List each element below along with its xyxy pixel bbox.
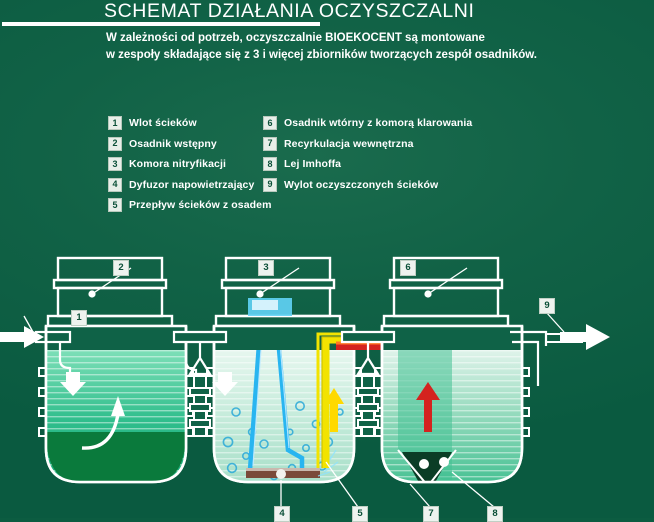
legend-item-1: 1 Wlot ścieków: [108, 114, 272, 132]
legend-item-6: 6 Osadnik wtórny z komorą klarowania: [263, 114, 472, 132]
tank-osadnik-wstepny: [34, 256, 194, 484]
callout-8[interactable]: 8: [487, 506, 503, 522]
legend-number-6: 6: [263, 116, 277, 130]
callout-1[interactable]: 1: [71, 310, 87, 326]
legend-item-9: 9 Wylot oczyszczonych ścieków: [263, 176, 472, 194]
tank1-riser: [46, 256, 174, 328]
callout-leader-1: [23, 315, 34, 333]
legend-item-3: 3 Komora nitryfikacji: [108, 155, 272, 173]
outlet-arrow-icon: [560, 324, 610, 350]
legend-item-4: 4 Dyfuzor napowietrzający: [108, 176, 272, 194]
page-title: SCHEMAT DZIAŁANIA OCZYSZCZALNI: [104, 0, 475, 22]
tank1-down-arrow-icon: [60, 372, 86, 396]
tank1-up-arrow-icon: [111, 396, 125, 416]
tank3-water: [382, 350, 522, 482]
imhoff-node-b: [439, 457, 449, 467]
imhoff-node-a: [419, 459, 429, 469]
legend-label-5: Przepływ ścieków z osadem: [129, 199, 272, 211]
legend-label-8: Lej Imhoffa: [284, 158, 342, 170]
legend-number-2: 2: [108, 136, 122, 151]
connector-tank1-tank2: [172, 330, 228, 437]
title-underline: [2, 22, 320, 26]
callout-6[interactable]: 6: [400, 260, 416, 276]
diffuser-node: [276, 469, 286, 479]
legend-label-3: Komora nitryfikacji: [129, 158, 227, 170]
page-subtitle: W zależności od potrzeb, oczyszczalnie B…: [106, 32, 537, 61]
tank3-riser: [382, 256, 510, 328]
legend-number-1: 1: [108, 116, 122, 130]
tank-osadnik-wtorny: [340, 256, 583, 484]
legend-label-9: Wylot oczyszczonych ścieków: [284, 178, 439, 191]
callout-7[interactable]: 7: [423, 506, 439, 522]
legend-label-4: Dyfuzor napowietrzający: [129, 178, 255, 191]
tank1-flow-curve: [81, 413, 120, 450]
treatment-plant-diagram: 1 2 3 4 5 6 7 8 9: [0, 236, 654, 522]
legend-column-right: 6 Osadnik wtórny z komorą klarowania 7 R…: [263, 114, 472, 196]
callout-dots: [88, 290, 432, 298]
legend-number-4: 4: [108, 177, 122, 192]
callout-3[interactable]: 3: [258, 260, 274, 276]
inlet-arrow-icon: [0, 326, 44, 348]
callout-leaders: [91, 267, 565, 508]
tank1-sludge-layer: [46, 432, 186, 482]
callout-4[interactable]: 4: [274, 506, 290, 522]
callout-9[interactable]: 9: [539, 298, 555, 314]
aerator-highlight: [252, 300, 278, 310]
legend-number-5: 5: [108, 198, 122, 212]
legend-label-7: Recyrkulacja wewnętrzna: [284, 137, 414, 150]
legend-item-7: 7 Recyrkulacja wewnętrzna: [263, 135, 472, 153]
legend-label-2: Osadnik wstępny: [129, 137, 217, 150]
tank-komora-nitryfikacji: [172, 256, 362, 484]
legend-item-2: 2 Osadnik wstępny: [108, 135, 272, 153]
diagram-svg: [0, 256, 610, 508]
connector-tank2-tank3: [340, 330, 396, 437]
legend-item-8: 8 Lej Imhoffa: [263, 155, 472, 173]
sludge-up-arrow-icon: [416, 382, 440, 432]
legend-label-6: Osadnik wtórny z komorą klarowania: [284, 117, 473, 129]
legend-number-8: 8: [263, 157, 277, 171]
legend-number-9: 9: [263, 177, 277, 192]
legend-item-5: 5 Przepływ ścieków z osadem: [108, 196, 272, 214]
aeration-pipe: [247, 350, 305, 475]
legend-column-left: 1 Wlot ścieków 2 Osadnik wstępny 3 Komor…: [108, 114, 272, 217]
legend-number-7: 7: [263, 136, 277, 151]
tank2-riser: [214, 256, 342, 328]
callout-2[interactable]: 2: [113, 260, 129, 276]
legend-label-1: Wlot ścieków: [129, 117, 197, 129]
callout-5[interactable]: 5: [352, 506, 368, 522]
tank2-down-arrow-icon: [212, 372, 238, 396]
aeration-pipe-highlight: [252, 350, 290, 467]
legend-number-3: 3: [108, 157, 122, 171]
